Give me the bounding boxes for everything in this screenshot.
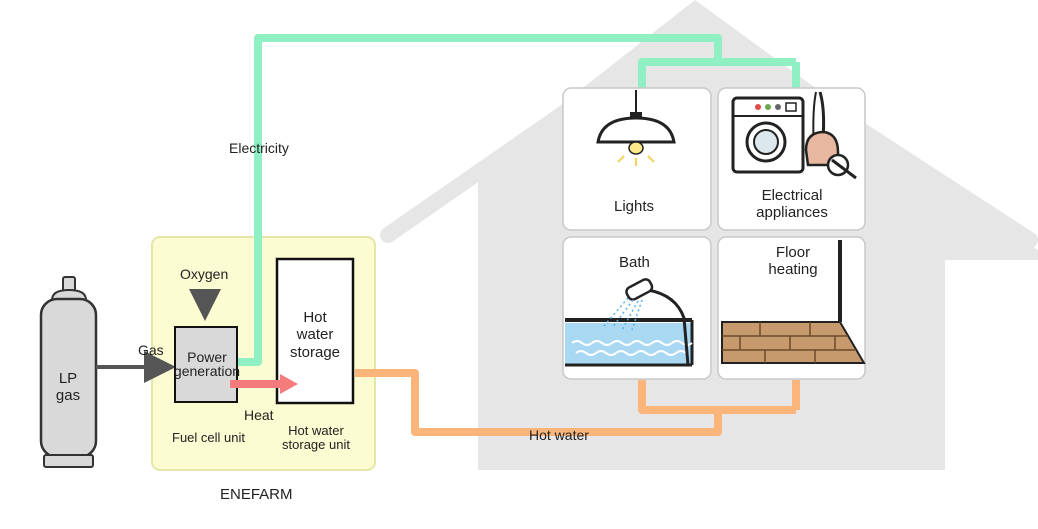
bath-icon [565, 278, 694, 367]
hot-water-label: Hot water [529, 427, 589, 443]
lights-label: Lights [614, 198, 655, 215]
house-shape [380, 0, 1038, 470]
power-generation-label: Power generation [173, 349, 241, 379]
gas-label: Gas [138, 342, 164, 358]
lp-gas-cylinder [39, 276, 98, 468]
appliances-icon [731, 91, 857, 180]
hot-water-storage-box [275, 257, 355, 405]
heat-label: Heat [244, 407, 274, 423]
hot-water-storage-label: Hot water storage [289, 309, 341, 361]
heat-arrow [230, 374, 298, 394]
electrical-appliances-label: Electrical appliances [756, 187, 828, 222]
enefarm-label: ENEFARM [220, 486, 293, 503]
fuel-cell-unit-label: Fuel cell unit [172, 430, 245, 445]
hot-water-storage-unit-label: Hot water storage unit [282, 423, 350, 452]
lp-gas-label: LP gas [55, 370, 81, 405]
electricity-label: Electricity [229, 140, 289, 156]
bath-label: Bath [619, 254, 650, 271]
electricity-line [237, 34, 800, 366]
power-generation-box [174, 326, 238, 403]
floor-heating-label: Floor heating [768, 244, 818, 279]
lamp-icon [596, 90, 676, 166]
hot-water-line [355, 369, 800, 436]
floor-heating-icon [721, 240, 866, 364]
oxygen-label: Oxygen [180, 266, 229, 282]
